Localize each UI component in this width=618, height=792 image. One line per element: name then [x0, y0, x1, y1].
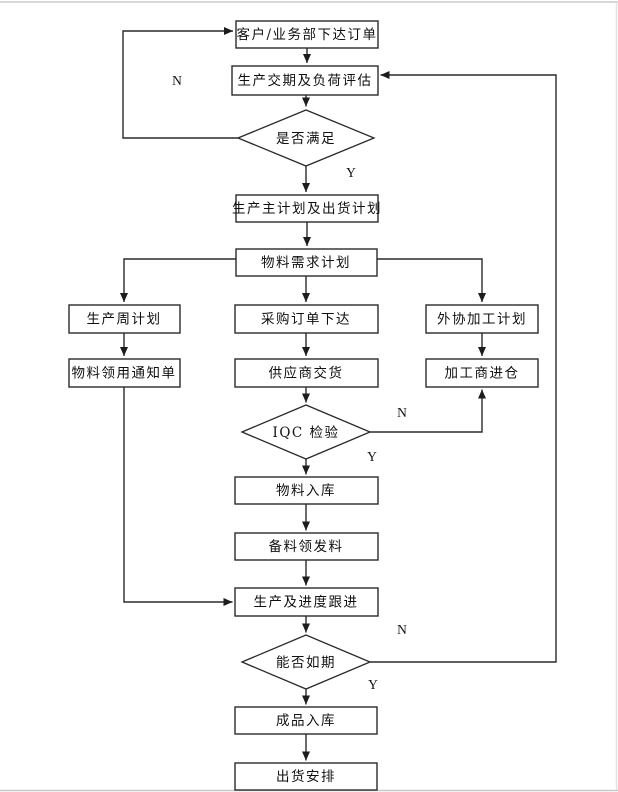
label-satisfied-yes: Y — [346, 165, 356, 180]
edge-mrp-to-outsource-plan — [377, 258, 486, 302]
node-week-plan: 生产周计划 — [68, 304, 181, 334]
node-prepare-issue-label: 备料领发料 — [269, 538, 344, 555]
node-material-notice: 物料领用通知单 — [68, 358, 181, 388]
node-processor-in-box — [425, 358, 539, 388]
node-material-in: 物料入库 — [234, 476, 379, 505]
label-satisfied-no: N — [172, 73, 182, 88]
node-mrp-label: 物料需求计划 — [261, 255, 351, 271]
node-iqc-diamond — [240, 404, 372, 460]
node-week-plan-label: 生产周计划 — [87, 312, 162, 328]
node-finished-in-box — [234, 706, 378, 735]
label-iqc-yes: Y — [367, 449, 377, 464]
node-master-plan-box — [235, 194, 379, 223]
node-eval-label: 生产交期及负荷评估 — [238, 72, 373, 89]
node-on-schedule: 能否如期 — [240, 634, 372, 690]
node-mrp-box — [235, 248, 378, 277]
label-on-schedule-yes: Y — [368, 677, 378, 692]
node-prepare-issue-box — [234, 532, 379, 561]
node-week-plan-box — [68, 304, 181, 334]
label-on-schedule-no: N — [397, 622, 407, 637]
edge-mrp-to-week-plan — [120, 258, 236, 302]
node-shipment: 出货安排 — [234, 762, 378, 791]
node-iqc: IQC 检验 — [240, 404, 372, 460]
node-on-schedule-diamond — [240, 634, 372, 690]
node-production-follow: 生产及进度跟进 — [234, 587, 379, 617]
node-outsource-plan-box — [425, 304, 539, 334]
node-purchase-order: 采购订单下达 — [234, 304, 379, 334]
node-processor-in-label: 加工商进仓 — [445, 366, 520, 382]
node-order: 客户/业务部下达订单 — [235, 20, 379, 49]
node-material-in-box — [234, 476, 379, 505]
node-material-notice-box — [68, 358, 181, 388]
node-processor-in: 加工商进仓 — [425, 358, 539, 388]
node-shipment-box — [234, 762, 378, 791]
node-finished-in: 成品入库 — [234, 706, 378, 735]
node-order-box — [235, 20, 379, 49]
node-master-plan-label: 生产主计划及出货计划 — [232, 200, 382, 217]
node-iqc-label: IQC 检验 — [272, 425, 339, 441]
branch-labels: N Y N Y N Y — [172, 73, 407, 692]
node-satisfied-diamond — [236, 109, 376, 167]
node-production-follow-box — [234, 587, 379, 617]
node-material-in-label: 物料入库 — [276, 483, 336, 499]
node-on-schedule-label: 能否如期 — [276, 655, 336, 671]
node-eval: 生产交期及负荷评估 — [231, 65, 379, 96]
node-material-notice-label: 物料领用通知单 — [72, 365, 177, 382]
node-purchase-order-label: 采购订单下达 — [261, 312, 351, 328]
edge-material-notice-to-follow — [123, 387, 233, 606]
node-supplier-delivery: 供应商交货 — [234, 358, 379, 388]
node-finished-in-label: 成品入库 — [276, 713, 336, 729]
node-satisfied: 是否满足 — [236, 109, 376, 167]
edge-iqc-no-to-processor-in — [370, 389, 486, 433]
node-production-follow-label: 生产及进度跟进 — [254, 595, 359, 611]
edge-satisfied-no-loop-to-order — [122, 27, 238, 139]
node-supplier-delivery-label: 供应商交货 — [269, 365, 344, 382]
node-shipment-label: 出货安排 — [276, 768, 336, 785]
node-prepare-issue: 备料领发料 — [234, 532, 379, 561]
flow-connectors — [120, 27, 557, 761]
node-outsource-plan: 外协加工计划 — [425, 304, 539, 334]
label-iqc-no: N — [397, 405, 407, 420]
node-order-label: 客户/业务部下达订单 — [236, 26, 377, 43]
node-outsource-plan-label: 外协加工计划 — [437, 312, 527, 328]
node-purchase-order-box — [234, 304, 379, 334]
node-satisfied-label: 是否满足 — [276, 131, 336, 147]
node-master-plan: 生产主计划及出货计划 — [232, 194, 382, 223]
edge-on-schedule-no-loop-to-eval — [370, 71, 557, 663]
node-mrp: 物料需求计划 — [235, 248, 378, 277]
node-eval-box — [231, 65, 379, 96]
node-supplier-delivery-box — [234, 358, 379, 388]
